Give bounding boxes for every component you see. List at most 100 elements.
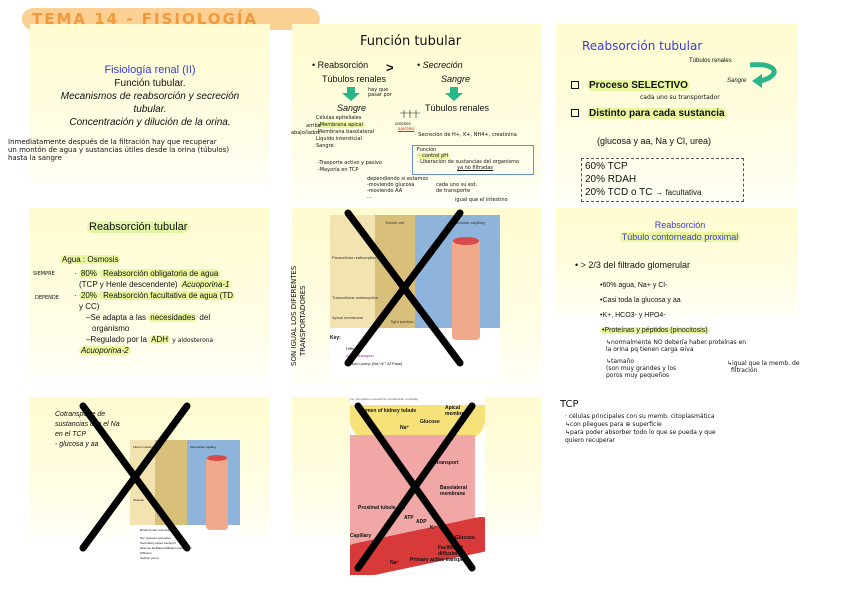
note-line: filtración <box>731 367 758 374</box>
slide-tcp <box>556 208 798 318</box>
slide-reabsorcion-selectiva-title: Reabsorción tubular <box>582 39 703 53</box>
necesidades: necesidades <box>148 313 198 322</box>
percent-line: 20% RDAH <box>585 174 637 185</box>
key-item: Diffusion <box>346 346 362 351</box>
cotransporte-text: Cotransporte de sustancias con el Na en … <box>55 410 120 450</box>
dep-right-line: de transporte <box>436 188 471 194</box>
agua-bullets: · 80% Reabsorción obligatoria de agua (T… <box>74 268 274 356</box>
label-lumen: Lumen of kidney tubule <box>360 408 417 414</box>
percent-box <box>581 158 744 202</box>
percent-line: 20% TCD o TC <box>585 187 653 198</box>
label-basolateral: Basolateral membrane <box>440 485 467 497</box>
cotransporte-line: Cotransporte de <box>55 411 106 418</box>
item-selectivo-label: Proceso SELECTIVO <box>587 80 690 91</box>
cells-line: Líquido intersticial <box>316 136 362 142</box>
dep-line: ... <box>367 194 372 200</box>
note-line: Inmediatamente después de la filtración … <box>8 138 217 146</box>
intro-line: Función tubular. <box>114 78 186 89</box>
notes-tcp-title: TCP <box>560 399 579 410</box>
dependiendo-note: dependiendo si estamos -moviendo glucosa… <box>367 176 428 200</box>
key-item: Diffusion <box>140 551 152 555</box>
junction-diagram-icon <box>400 110 420 118</box>
intro-line: Mecanismos de reabsorción y secreción <box>60 91 240 102</box>
funcion-box-title: Función <box>417 147 437 153</box>
note-line: la orina pq tienen carga ⊖iva <box>606 346 694 353</box>
cotransport-illustration-image: Inc. Permission required for reproductio… <box>350 395 485 575</box>
pct-20: 20% <box>78 291 99 300</box>
tcp-item: •Casi toda la glucosa y aa <box>600 297 681 304</box>
label-facilitated: Facilitated diffusion <box>438 545 463 557</box>
tcp-note-igual: ↳igual que la memb. de filtración <box>727 360 800 374</box>
dep-line: -moviendo glucosa <box>367 182 415 188</box>
right-from: Sangre <box>441 74 471 84</box>
slide-intro-title: Fisiología renal (II) <box>104 64 196 76</box>
cotransport-key: Na⁺-glucose symporter Secondary active t… <box>140 536 192 561</box>
facultativa-label: → facultativa <box>655 188 702 197</box>
sub1a: –Se adapta a las <box>86 313 149 322</box>
slide-reabsorcion-agua-title: Reabsorción tubular <box>87 221 190 233</box>
secretion-note: · Secreción de H+, K+, NH4+, creatinina <box>415 132 517 138</box>
transport-notes: -Trasporte activo y pasivo -Mayoría en T… <box>318 160 382 174</box>
slide-tcp-heading: Reabsorción Túbulo contorneado proximal <box>590 219 770 243</box>
label-apical: Apical membrane <box>332 315 364 320</box>
funcion-box-line: · Liberación de sustancias del organismo <box>417 159 520 165</box>
reabsorcion-bullet: • Reabsorción <box>312 60 369 70</box>
funcion-box-line: · control pH <box>417 153 451 159</box>
key-item: Sodium pump (Na⁺/K⁺ ATPase) <box>346 361 403 366</box>
label-glucose-2: Glucose <box>455 535 475 541</box>
tcp-handwritten-notes: ↳normalmente NO debería haber proteínas … <box>606 339 846 353</box>
acuoporina-2: Acuoporina-2 <box>79 346 131 355</box>
transport-line: -Mayoría en TCP <box>318 167 359 173</box>
percent-line: 60% TCP <box>585 161 628 172</box>
greater-than-sign: > <box>386 60 394 75</box>
label-capillary: Capillary <box>350 533 372 539</box>
sub1d: organismo <box>92 324 130 333</box>
title-text: Reabsorción tubular <box>87 221 190 233</box>
transport-diagram-image: Paracellular reabsorption Transcellular … <box>330 215 500 380</box>
item-selectivo-sub: cada uno su transportador <box>640 94 720 101</box>
slide-intro <box>30 24 270 184</box>
pct-80: 80% <box>78 269 99 278</box>
label-paracellular: Paracellular reabsorption <box>332 255 377 260</box>
dep-line: -moviendo AA <box>367 188 403 194</box>
tcp-item: •60% agua, Na+ y Cl- <box>600 282 668 289</box>
dependiendo-right: cada uno su est. de transporte <box>436 182 477 194</box>
notes-tcp-line: quiero recuperar <box>565 437 616 444</box>
note-line: ↳igual que la memb. de <box>727 360 800 367</box>
label-cotransport: Cotransport <box>430 460 459 466</box>
agua-osmosis: Agua : Osmosis <box>60 255 121 264</box>
checkbox-icon <box>571 81 579 90</box>
depende-label: DEPENDE <box>35 295 59 301</box>
cotransporte-line: - glucosa y aa <box>55 441 99 448</box>
note-line: ↳normalmente NO debería haber proteínas … <box>606 339 747 346</box>
percent-list: 60% TCP 20% RDAH 20% TCD o TC → facultat… <box>585 160 701 199</box>
note-line: ↳tamaño <box>606 358 635 365</box>
note-line: hasta la sangre <box>8 154 62 162</box>
permission-note: Inc. Permission required for reproductio… <box>350 397 419 401</box>
item-distinto: Distinto para cada sustancia <box>571 108 727 119</box>
transport-line: -Trasporte activo y pasivo <box>318 160 382 166</box>
funcion-box <box>412 145 534 175</box>
item-distinto-label: Distinto para cada sustancia <box>587 108 727 119</box>
sub2a: –Regulado por la <box>86 335 150 344</box>
label-na-2: Na⁺ <box>390 560 400 566</box>
key-item: Active transport <box>346 353 374 358</box>
label-tubule-cell: Tubule cell <box>385 220 405 225</box>
notes-tcp-line: ↳para poder absorber todo lo que se pued… <box>565 429 716 436</box>
cells-list: Células epiteliales -Membrana apical -Me… <box>316 115 374 150</box>
cotransport-diagram-image: Fluid in tubule lumen Peritubular capill… <box>130 440 240 580</box>
arrow-bottom-label: Sangre <box>727 78 747 84</box>
b1-text: Reabsorción obligatoria de agua <box>98 269 221 278</box>
intro-line: tubular. <box>133 104 167 115</box>
tcp-main-bullet: • > 2/3 del filtrado glomerular <box>575 260 690 270</box>
label-glucose: Glucose <box>420 419 440 425</box>
cotransporte-line: sustancias con el Na <box>55 421 120 428</box>
label-tight: Tight junction <box>390 319 414 324</box>
label-apical: Apical membrane <box>445 405 471 417</box>
hay-que-note: hay que pasar por <box>368 87 392 98</box>
secrecion-bullet: • Secreción <box>417 60 463 70</box>
down-arrow-icon <box>342 87 360 101</box>
acuoporina-1: Acuoporina-1 <box>179 280 232 289</box>
slide-intro-content: Fisiología renal (II) Función tubular. M… <box>40 64 260 129</box>
notes-tcp-line: · células principales con su memb. citop… <box>565 413 715 420</box>
